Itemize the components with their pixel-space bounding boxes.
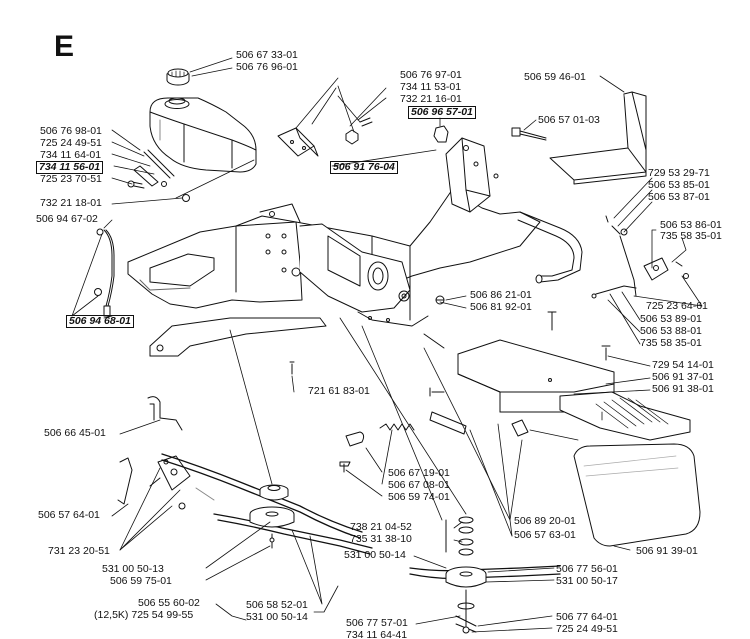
- part-number-label-boxed: 506 96 57-01: [408, 106, 476, 119]
- part-number-label-boxed: 506 91 76-04: [330, 161, 398, 174]
- part-number-label: 506 53 86-01: [660, 219, 722, 231]
- part-number-label: 725 24 49-51: [40, 137, 102, 149]
- part-number-label: 729 53 29-71: [648, 167, 710, 179]
- part-number-label: 506 66 45-01: [44, 427, 106, 439]
- part-number-label: 734 11 53-01: [400, 81, 462, 93]
- part-number-label: 531 00 50-17: [556, 575, 618, 587]
- part-number-label: 506 77 56-01: [556, 563, 618, 575]
- part-number-label: 506 76 97-01: [400, 69, 462, 81]
- part-number-label: 735 58 35-01: [640, 337, 702, 349]
- part-number-label: 506 53 85-01: [648, 179, 710, 191]
- part-number-label: 725 23 64-61: [646, 300, 708, 312]
- part-number-label: 506 59 75-01: [110, 575, 172, 587]
- brake-linkage-part: [591, 215, 689, 299]
- main-frame-part: [127, 189, 541, 327]
- part-number-label: 506 81 92-01: [470, 301, 532, 313]
- part-number-label: 531 00 50-14: [246, 611, 308, 623]
- part-number-label: 506 91 37-01: [652, 371, 714, 383]
- part-number-label: 734 11 64-01: [40, 149, 102, 161]
- leader-lines: [71, 57, 703, 633]
- part-number-label: 735 31 38-10: [350, 533, 412, 545]
- throttle-cable-part: [94, 228, 115, 317]
- part-number-label: 729 54 14-01: [652, 359, 714, 371]
- part-number-label: 725 23 70-51: [40, 173, 102, 185]
- part-number-label: 731 23 20-51: [48, 545, 110, 557]
- part-number-label: 725 24 49-51: [556, 623, 618, 635]
- tank-bracket-part: [277, 127, 319, 157]
- part-number-label: 506 55 60-02: [138, 597, 200, 609]
- part-number-label: 506 57 64-01: [38, 509, 100, 521]
- pulley-right-part: [409, 516, 561, 634]
- belt-guard-cover-part: [457, 339, 691, 441]
- part-number-label: 734 11 64-41: [346, 629, 408, 639]
- part-number-label: 506 59 46-01: [524, 71, 586, 83]
- part-number-label: 506 86 21-01: [470, 289, 532, 301]
- part-number-label: 506 58 52-01: [246, 599, 308, 611]
- part-number-label: 506 94 67-02: [36, 213, 98, 225]
- part-number-label: 506 77 57-01: [346, 617, 408, 629]
- part-number-label: 506 76 98-01: [40, 125, 102, 137]
- tension-spring-part: [339, 411, 529, 473]
- part-number-label: 732 21 18-01: [40, 197, 102, 209]
- seat-plate-part: [549, 91, 647, 185]
- part-number-label: 721 61 83-01: [308, 385, 370, 397]
- part-number-label: 506 91 39-01: [636, 545, 698, 557]
- fuel-tank-part: [149, 97, 257, 173]
- part-number-label: 531 00 50-14: [344, 549, 406, 561]
- part-number-label: 531 00 50-13: [102, 563, 164, 575]
- part-number-label: 506 67 08-01: [388, 479, 450, 491]
- part-number-label: 506 53 89-01: [640, 313, 702, 325]
- pulley-left-part: [249, 484, 295, 549]
- part-number-label: 506 77 64-01: [556, 611, 618, 623]
- part-number-label: 506 91 38-01: [652, 383, 714, 395]
- section-letter: E: [54, 30, 75, 63]
- part-number-label: 506 89 20-01: [514, 515, 576, 527]
- idler-bracket-part: [117, 396, 191, 510]
- part-number-label: 506 67 33-01: [236, 49, 298, 61]
- screw-parts: [289, 295, 611, 397]
- part-number-label: 735 58 35-01: [660, 230, 722, 242]
- part-number-label: 506 53 88-01: [640, 325, 702, 337]
- part-number-label: 506 53 87-01: [648, 191, 710, 203]
- fuel-cap-part: [166, 68, 190, 86]
- part-number-label: 506 67 19-01: [388, 467, 450, 479]
- part-number-label: 506 59 74-01: [388, 491, 450, 503]
- frame-bottom-plate-part: [149, 317, 327, 357]
- part-number-label: 506 76 96-01: [236, 61, 298, 73]
- part-number-label: 738 21 04-52: [350, 521, 412, 533]
- seat-support-tower-part: [445, 137, 499, 213]
- part-number-label: 732 21 16-01: [400, 93, 462, 105]
- drive-belt-left-part: [161, 453, 373, 555]
- part-number-label-boxed: 734 11 56-01: [36, 161, 104, 174]
- part-number-label: 506 57 63-01: [514, 529, 576, 541]
- part-number-label: (12,5K) 725 54 99-55: [94, 609, 194, 621]
- rear-bumper-bar-part: [517, 211, 583, 284]
- front-cover-part: [573, 443, 701, 547]
- part-number-label-boxed: 506 94 68-01: [66, 315, 134, 328]
- part-number-label: 506 57 01-03: [538, 114, 600, 126]
